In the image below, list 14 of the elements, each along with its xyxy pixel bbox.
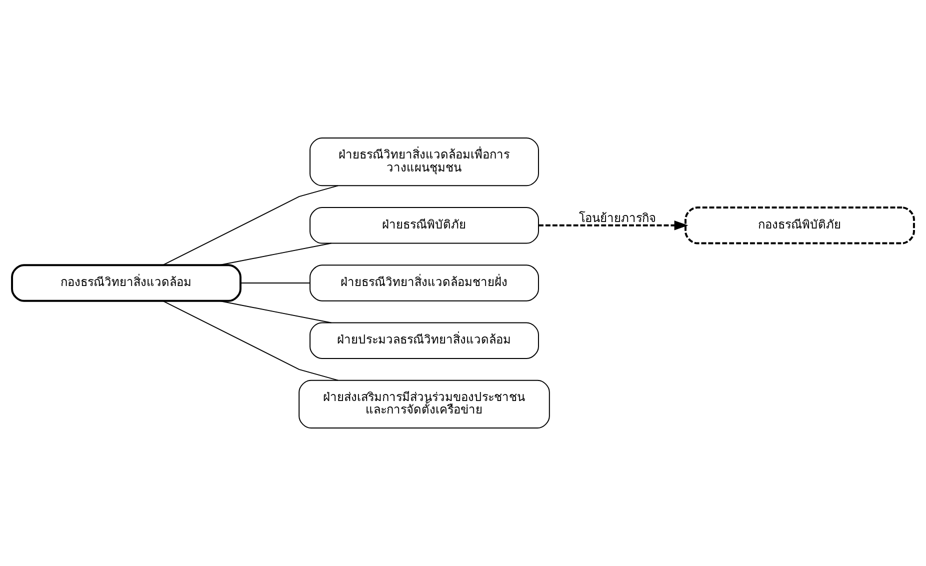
connector <box>162 185 339 266</box>
edge-label: โอนย้ายภารกิจ <box>578 211 656 226</box>
node-box: ฝ่ายส่งเสริมการมีส่วนร่วมของประชาชน และการจัดตั้งเครือข่าย <box>298 380 550 429</box>
node-box: ฝ่ายธรณีพิบัติภัย <box>310 207 539 244</box>
node-box: ฝ่ายธรณีวิทยาสิ่งแวดล้อมเพื่อการ วางแผนชุมชน <box>310 137 539 186</box>
node-box: กองธรณีพิบัติภัย <box>684 206 915 244</box>
connector <box>240 282 310 284</box>
node-box: กองธรณีวิทยาสิ่งแวดล้อม <box>11 264 242 302</box>
arrow <box>538 220 688 230</box>
connector <box>162 300 339 381</box>
node-box: ฝ่ายธรณีวิทยาสิ่งแวดล้อมชายฝั่ง <box>310 264 539 302</box>
connector <box>218 242 332 266</box>
connector <box>218 300 332 324</box>
node-box: ฝ่ายประมวลธรณีวิทยาสิ่งแวดล้อม <box>310 322 539 359</box>
